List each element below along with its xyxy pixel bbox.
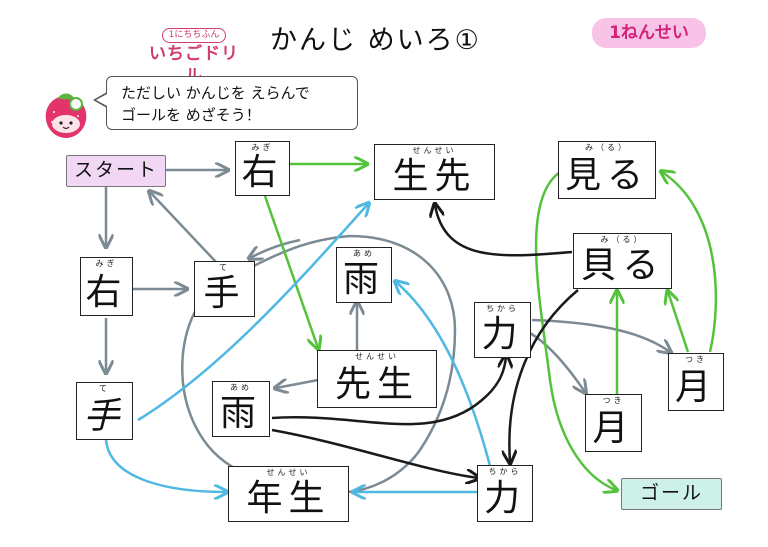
ruby: つき xyxy=(602,396,625,405)
arrow-te-wrong-to-sensei-wrong xyxy=(137,204,368,422)
ruby: て xyxy=(99,384,110,393)
box-miru[interactable]: み（る） 見る xyxy=(558,141,656,199)
ruby: つき xyxy=(685,355,707,364)
kanji: 力 xyxy=(483,478,526,519)
box-te-wrong[interactable]: て 手 xyxy=(76,382,133,440)
instruction-line-1: ただしい かんじを えらんで xyxy=(121,84,310,102)
ruby: あめ xyxy=(230,383,252,392)
goal-label: ゴール xyxy=(621,478,722,510)
ruby: て xyxy=(219,263,230,272)
arrow-ame2-to-chikara2 xyxy=(271,428,478,478)
kanji: 右 xyxy=(85,272,128,313)
ruby: みぎ xyxy=(251,143,274,152)
kanji: 生先 xyxy=(392,156,477,197)
arrow-chikara1-to-tsuki2 xyxy=(531,318,670,352)
start-label: スタート xyxy=(66,155,166,187)
kanji: 見る xyxy=(564,155,649,196)
box-migi-top[interactable]: みぎ 右 xyxy=(235,141,290,196)
arrow-te-to-start xyxy=(150,192,217,263)
box-chikara-top[interactable]: ちから 力 xyxy=(474,302,531,358)
grade-badge: 1ねんせい xyxy=(592,18,706,48)
arrow-miru-to-goal xyxy=(534,170,616,490)
box-te[interactable]: て 手 xyxy=(194,261,255,317)
kanji: 年生 xyxy=(246,478,331,519)
box-nensei[interactable]: せんせい 年生 xyxy=(228,466,349,522)
arrow-te-wrong-to-nensei xyxy=(104,439,226,492)
box-sensei-wrong[interactable]: せんせい 生先 xyxy=(374,144,495,200)
arrow-loop-arrowhead xyxy=(250,238,301,258)
kanji: 手 xyxy=(83,396,126,437)
arrow-migi1-to-sensei xyxy=(263,195,318,348)
ruby: せんせい xyxy=(355,352,399,361)
kanji: 右 xyxy=(241,152,284,193)
ruby: ちから xyxy=(486,304,519,313)
box-tsuki-middle[interactable]: つき 月 xyxy=(585,394,642,452)
kanji: 先生 xyxy=(334,364,419,405)
ruby: ちから xyxy=(488,467,522,476)
ruby: あめ xyxy=(353,249,375,258)
arrow-miru-wrong-to-chikara2 xyxy=(509,289,579,462)
kanji: 雨 xyxy=(219,393,262,434)
ruby: み（る） xyxy=(585,143,629,152)
arrow-loop-to-te xyxy=(181,234,457,494)
ruby: み（る） xyxy=(600,235,645,244)
instruction-line-2: ゴールを めざそう！ xyxy=(121,106,261,124)
kanji: 月 xyxy=(674,367,717,408)
arrow-miru-wrong-to-sensei-wrong xyxy=(435,205,573,257)
arrow-ame2-to-chikara1 xyxy=(271,356,506,426)
box-ame-top[interactable]: あめ 雨 xyxy=(336,247,392,303)
arrow-chikara2-to-ame1 xyxy=(396,282,492,467)
kanji: 月 xyxy=(592,408,635,449)
kanji: 力 xyxy=(481,314,524,355)
ruby: せんせい xyxy=(266,468,311,477)
speech-tail-inner xyxy=(96,94,107,106)
box-miru-wrong[interactable]: み（る） 貝る xyxy=(573,233,672,289)
box-migi-left[interactable]: みぎ 右 xyxy=(80,257,133,316)
kanji: 貝る xyxy=(580,245,665,286)
arrow-tsuki2-to-miru-wrong xyxy=(668,292,690,353)
arrow-chikara1-to-tsuki1 xyxy=(529,331,585,392)
box-ame-bottom[interactable]: あめ 雨 xyxy=(212,381,270,437)
box-tsuki-right[interactable]: つき 月 xyxy=(668,353,724,411)
instruction-bubble: ただしい かんじを えらんで ゴールを めざそう！ xyxy=(106,76,358,130)
kanji: 手 xyxy=(203,273,246,314)
arrow-tsuki2-to-miru xyxy=(662,172,718,353)
box-chikara-bottom[interactable]: ちから 力 xyxy=(477,465,533,522)
kanji: 雨 xyxy=(342,259,385,300)
page-title: かんじ めいろ① xyxy=(270,25,481,56)
box-sensei[interactable]: せんせい 先生 xyxy=(317,350,437,408)
logo-tagline: 1にちちふん xyxy=(161,28,227,43)
arrow-sensei-to-ame2 xyxy=(276,380,319,388)
ruby: みぎ xyxy=(95,259,118,268)
strawberry-mascot-icon xyxy=(45,93,87,138)
ruby: せんせい xyxy=(412,146,457,155)
